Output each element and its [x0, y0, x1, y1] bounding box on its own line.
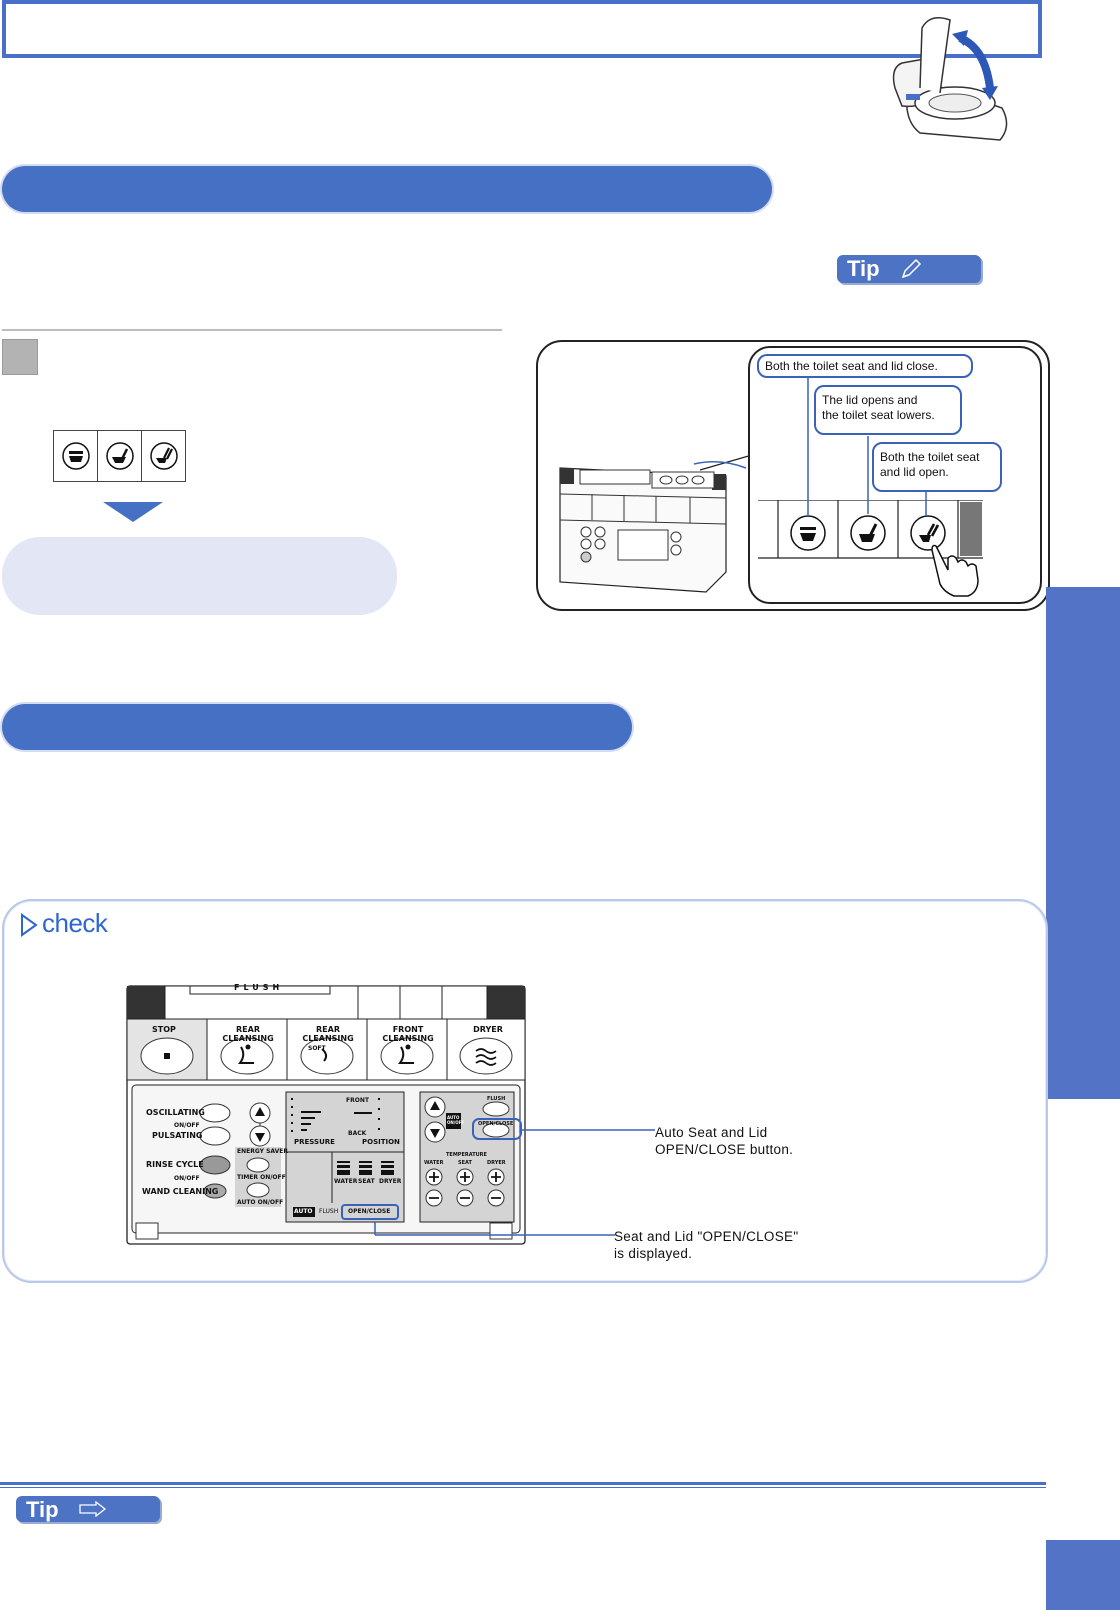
- tip-badge-bottom: Tip: [16, 1496, 160, 1522]
- annotation-display-line2: is displayed.: [614, 1246, 693, 1261]
- callout-close-both-text: Both the toilet seat and lid close.: [765, 359, 938, 373]
- annotation-display-line1: Seat and Lid "OPEN/CLOSE": [614, 1229, 799, 1244]
- pencil-icon: [901, 258, 922, 279]
- bottom-divider-thin: [0, 1487, 1046, 1488]
- tip-label-bottom: Tip: [26, 1497, 59, 1522]
- back-label: BACK: [348, 1130, 367, 1137]
- temp-dryer-label: DRYER: [487, 1160, 506, 1166]
- remote-illustration-small: [559, 467, 727, 593]
- front-label: FRONT: [346, 1097, 369, 1104]
- toilet-closed-icon: [61, 442, 90, 470]
- result-pill: [2, 537, 397, 615]
- btn-dryer-label: DRYER: [473, 1025, 503, 1034]
- side-tab: [1046, 587, 1120, 1099]
- btn-rear-soft-label: REAR CLEANSING: [302, 1025, 354, 1043]
- btn-front-cleansing-label: FRONT CLEANSING: [382, 1025, 434, 1043]
- remote-control: FLUSH STOP REAR CLEANSING REAR CLEANSING…: [126, 983, 526, 1245]
- callout-lid-open: The lid opens and the toilet seat lowers…: [814, 385, 962, 435]
- tip-badge-top: Tip: [837, 255, 981, 283]
- remote-flush-label: FLUSH: [234, 983, 284, 992]
- rinse-cycle-label: RINSE CYCLE: [146, 1160, 204, 1169]
- callout-close-both: Both the toilet seat and lid close.: [757, 354, 973, 378]
- arrow-pointer-icon: [79, 1501, 107, 1517]
- toilet-seat-lid-open-icon: [149, 442, 178, 470]
- title-frame: [2, 0, 1042, 58]
- annotation-auto-line2: OPEN/CLOSE button.: [655, 1142, 794, 1157]
- annotation-auto-button: Auto Seat and Lid OPEN/CLOSE button.: [655, 1124, 793, 1158]
- display-flush: FLUSH: [319, 1208, 339, 1215]
- pulsating-label: PULSATING: [152, 1131, 203, 1140]
- soft-label: SOFT: [308, 1045, 326, 1052]
- icon-cell-lid-open: [98, 431, 142, 481]
- check-label: check: [42, 908, 108, 938]
- remote-body: [126, 985, 526, 1245]
- display-water-label: WATER: [334, 1178, 358, 1185]
- pressure-label: PRESSURE: [294, 1138, 335, 1146]
- button-icon-strip: [53, 430, 186, 482]
- energy-saver-label: ENERGY SAVER: [237, 1148, 288, 1155]
- tip-label: Tip: [847, 256, 880, 281]
- pointing-hand-icon: [931, 544, 979, 597]
- icon-cell-both-open: [142, 431, 185, 481]
- temp-seat-label: SEAT: [458, 1160, 472, 1166]
- btn-stop-label: STOP: [152, 1025, 176, 1034]
- display-seat-label: SEAT: [358, 1178, 375, 1185]
- temp-water-label: WATER: [424, 1160, 444, 1166]
- position-label: POSITION: [362, 1138, 400, 1146]
- rinse-onoff: ON/OFF: [174, 1175, 200, 1182]
- flush-small-label: FLUSH: [487, 1096, 506, 1102]
- down-arrow-icon: [103, 502, 163, 522]
- toilet-illustration: [892, 17, 1008, 141]
- toilet-lid-open-icon: [105, 442, 134, 470]
- oscillating-label: OSCILLATING: [146, 1108, 205, 1117]
- annotation-auto-line1: Auto Seat and Lid: [655, 1125, 768, 1140]
- icon-cell-close: [54, 431, 98, 481]
- display-open-close: OPEN/CLOSE: [348, 1208, 391, 1215]
- annotation-lines: [374, 1129, 655, 1236]
- auto-onoff-small: AUTO ON/OFF: [447, 1115, 465, 1125]
- callout-both-open-line1: Both the toilet seat: [880, 450, 980, 464]
- section-header-bar-1: [2, 166, 772, 212]
- arrow-right-icon: [21, 913, 38, 937]
- callout-both-open-line2: and lid open.: [880, 465, 949, 479]
- btn-rear-cleansing-label: REAR CLEANSING: [222, 1025, 274, 1043]
- temperature-label: TEMPERATURE: [446, 1152, 487, 1158]
- annotation-display: Seat and Lid "OPEN/CLOSE" is displayed.: [614, 1228, 798, 1262]
- open-close-button-label: OPEN/CLOSE: [478, 1121, 514, 1127]
- oscillating-onoff: ON/OFF: [174, 1122, 200, 1129]
- zoom-lines: [693, 454, 753, 471]
- auto-onoff-label: AUTO ON/OFF: [237, 1199, 284, 1206]
- display-dryer-label: DRYER: [379, 1178, 402, 1185]
- page-number-tab: [1046, 1540, 1120, 1610]
- callout-lid-open-line1: The lid opens and: [822, 393, 918, 407]
- bottom-divider-thick: [0, 1482, 1046, 1485]
- callout-lid-open-line2: the toilet seat lowers.: [822, 408, 935, 422]
- timer-onoff-label: TIMER ON/OFF: [237, 1174, 286, 1181]
- display-auto: AUTO: [294, 1208, 313, 1215]
- wand-cleaning-label: WAND CLEANING: [142, 1187, 219, 1196]
- divider-line: [2, 329, 502, 331]
- section-header-bar-2: [2, 704, 632, 750]
- step-number-box: [2, 339, 38, 375]
- callout-both-open: Both the toilet seat and lid open.: [872, 442, 1002, 492]
